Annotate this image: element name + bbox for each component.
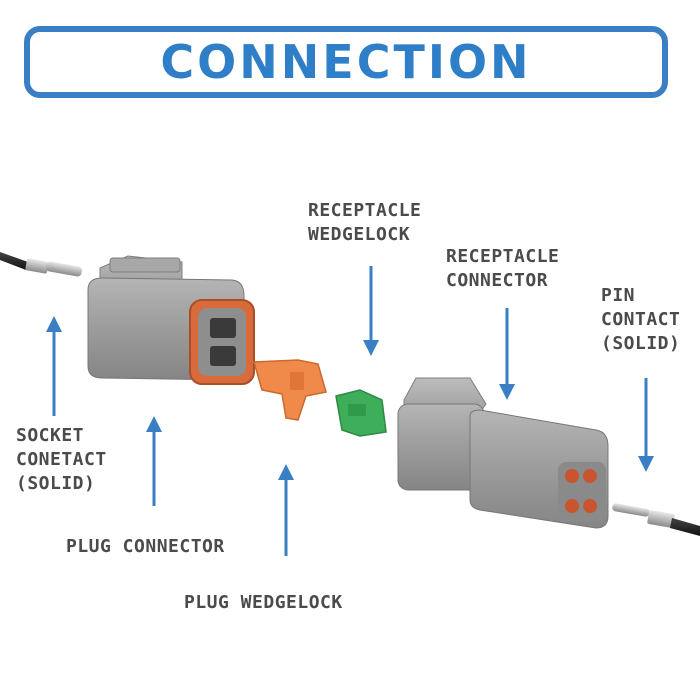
- label-line: (SOLID): [601, 333, 681, 354]
- plug-wedgelock: [253, 359, 327, 421]
- socket-contact: [0, 252, 82, 277]
- arrow-receptacle-wedgelock: [363, 266, 379, 356]
- page-title: CONNECTION: [160, 35, 532, 89]
- arrow-socket-contact: [46, 316, 62, 416]
- label-socket-contact: SOCKET CONETACT (SOLID): [16, 424, 107, 496]
- label-receptacle-wedgelock: RECEPTACLE WEDGELOCK: [308, 199, 421, 247]
- arrow-pin-contact: [638, 378, 654, 472]
- label-receptacle-connector: RECEPTACLE CONNECTOR: [446, 245, 559, 293]
- label-pin-contact: PIN CONTACT (SOLID): [601, 284, 680, 356]
- label-line: RECEPTACLE: [446, 246, 560, 267]
- label-line: CONTACT: [601, 309, 681, 330]
- label-line: SOCKET: [16, 425, 85, 446]
- arrows: [46, 266, 654, 556]
- title-banner: CONNECTION: [24, 26, 668, 98]
- label-line: RECEPTACLE: [308, 200, 422, 221]
- receptacle-wedgelock: [335, 389, 387, 437]
- label-line: CONNECTOR: [446, 270, 549, 291]
- arrow-receptacle-connector: [499, 308, 515, 400]
- arrow-plug-wedgelock: [278, 464, 294, 556]
- label-line: PIN: [601, 285, 636, 306]
- label-line: CONETACT: [16, 449, 107, 470]
- label-plug-connector: PLUG CONNECTOR: [66, 535, 225, 559]
- label-line: WEDGELOCK: [308, 224, 411, 245]
- label-plug-wedgelock: PLUG WEDGELOCK: [184, 591, 343, 615]
- arrow-plug-connector: [146, 416, 162, 506]
- label-line: (SOLID): [16, 473, 96, 494]
- pin-contact: [612, 503, 700, 536]
- label-line: PLUG CONNECTOR: [66, 536, 225, 557]
- receptacle-connector: [397, 377, 609, 529]
- label-line: PLUG WEDGELOCK: [184, 592, 343, 613]
- plug-connector: [87, 255, 255, 385]
